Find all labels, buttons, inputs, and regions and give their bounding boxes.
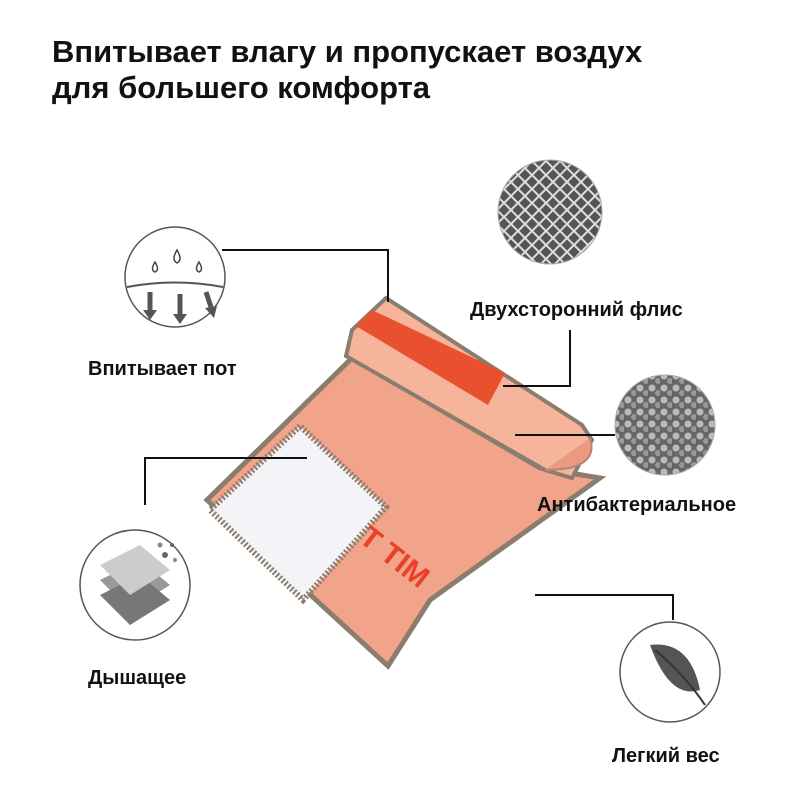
towel-white-corner	[205, 421, 391, 605]
antibacterial-icon	[614, 374, 716, 476]
breathable-layers-icon	[79, 529, 191, 641]
feature-label-sweat: Впитывает пот	[88, 358, 237, 380]
title-line-2: для большего комфорта	[52, 70, 431, 105]
towel-red-band	[356, 310, 505, 405]
feather-icon	[619, 621, 721, 723]
page-title: Впитывает влагу и пропускает воздух для …	[52, 34, 642, 106]
connector-lines	[144, 249, 674, 620]
towel-image: T TIM	[203, 295, 607, 670]
feature-label-fleece: Двухсторонний флис	[470, 299, 683, 321]
sweat-absorb-icon	[124, 226, 226, 328]
feature-label-antibacterial: Антибактериальное	[537, 494, 737, 516]
feature-label-lightweight: Легкий вес	[612, 745, 720, 767]
fleece-texture-icon	[497, 159, 603, 265]
feature-label-breathable: Дышащее	[88, 667, 187, 689]
title-line-1: Впитывает влагу и пропускает воздух	[52, 34, 643, 69]
